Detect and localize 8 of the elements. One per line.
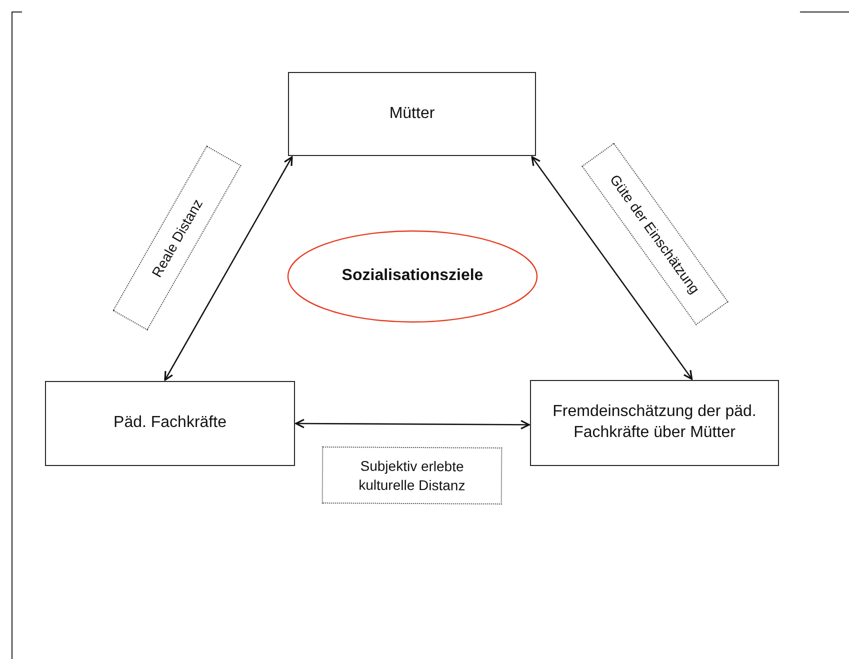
process-box: Fremdeinschätzung der päd. Fachkräfte über Mütter — [530, 380, 779, 466]
process-box: Mütter — [288, 72, 536, 156]
double-arrow — [295, 418, 530, 430]
double-arrow — [531, 156, 693, 380]
process-box: Päd. Fachkräfte — [45, 381, 295, 466]
edge-label: Subjektiv erlebte kulturelle Distanz — [322, 446, 502, 504]
goal-ellipse: Sozialisationsziele — [287, 230, 538, 323]
double-arrow — [164, 156, 293, 381]
